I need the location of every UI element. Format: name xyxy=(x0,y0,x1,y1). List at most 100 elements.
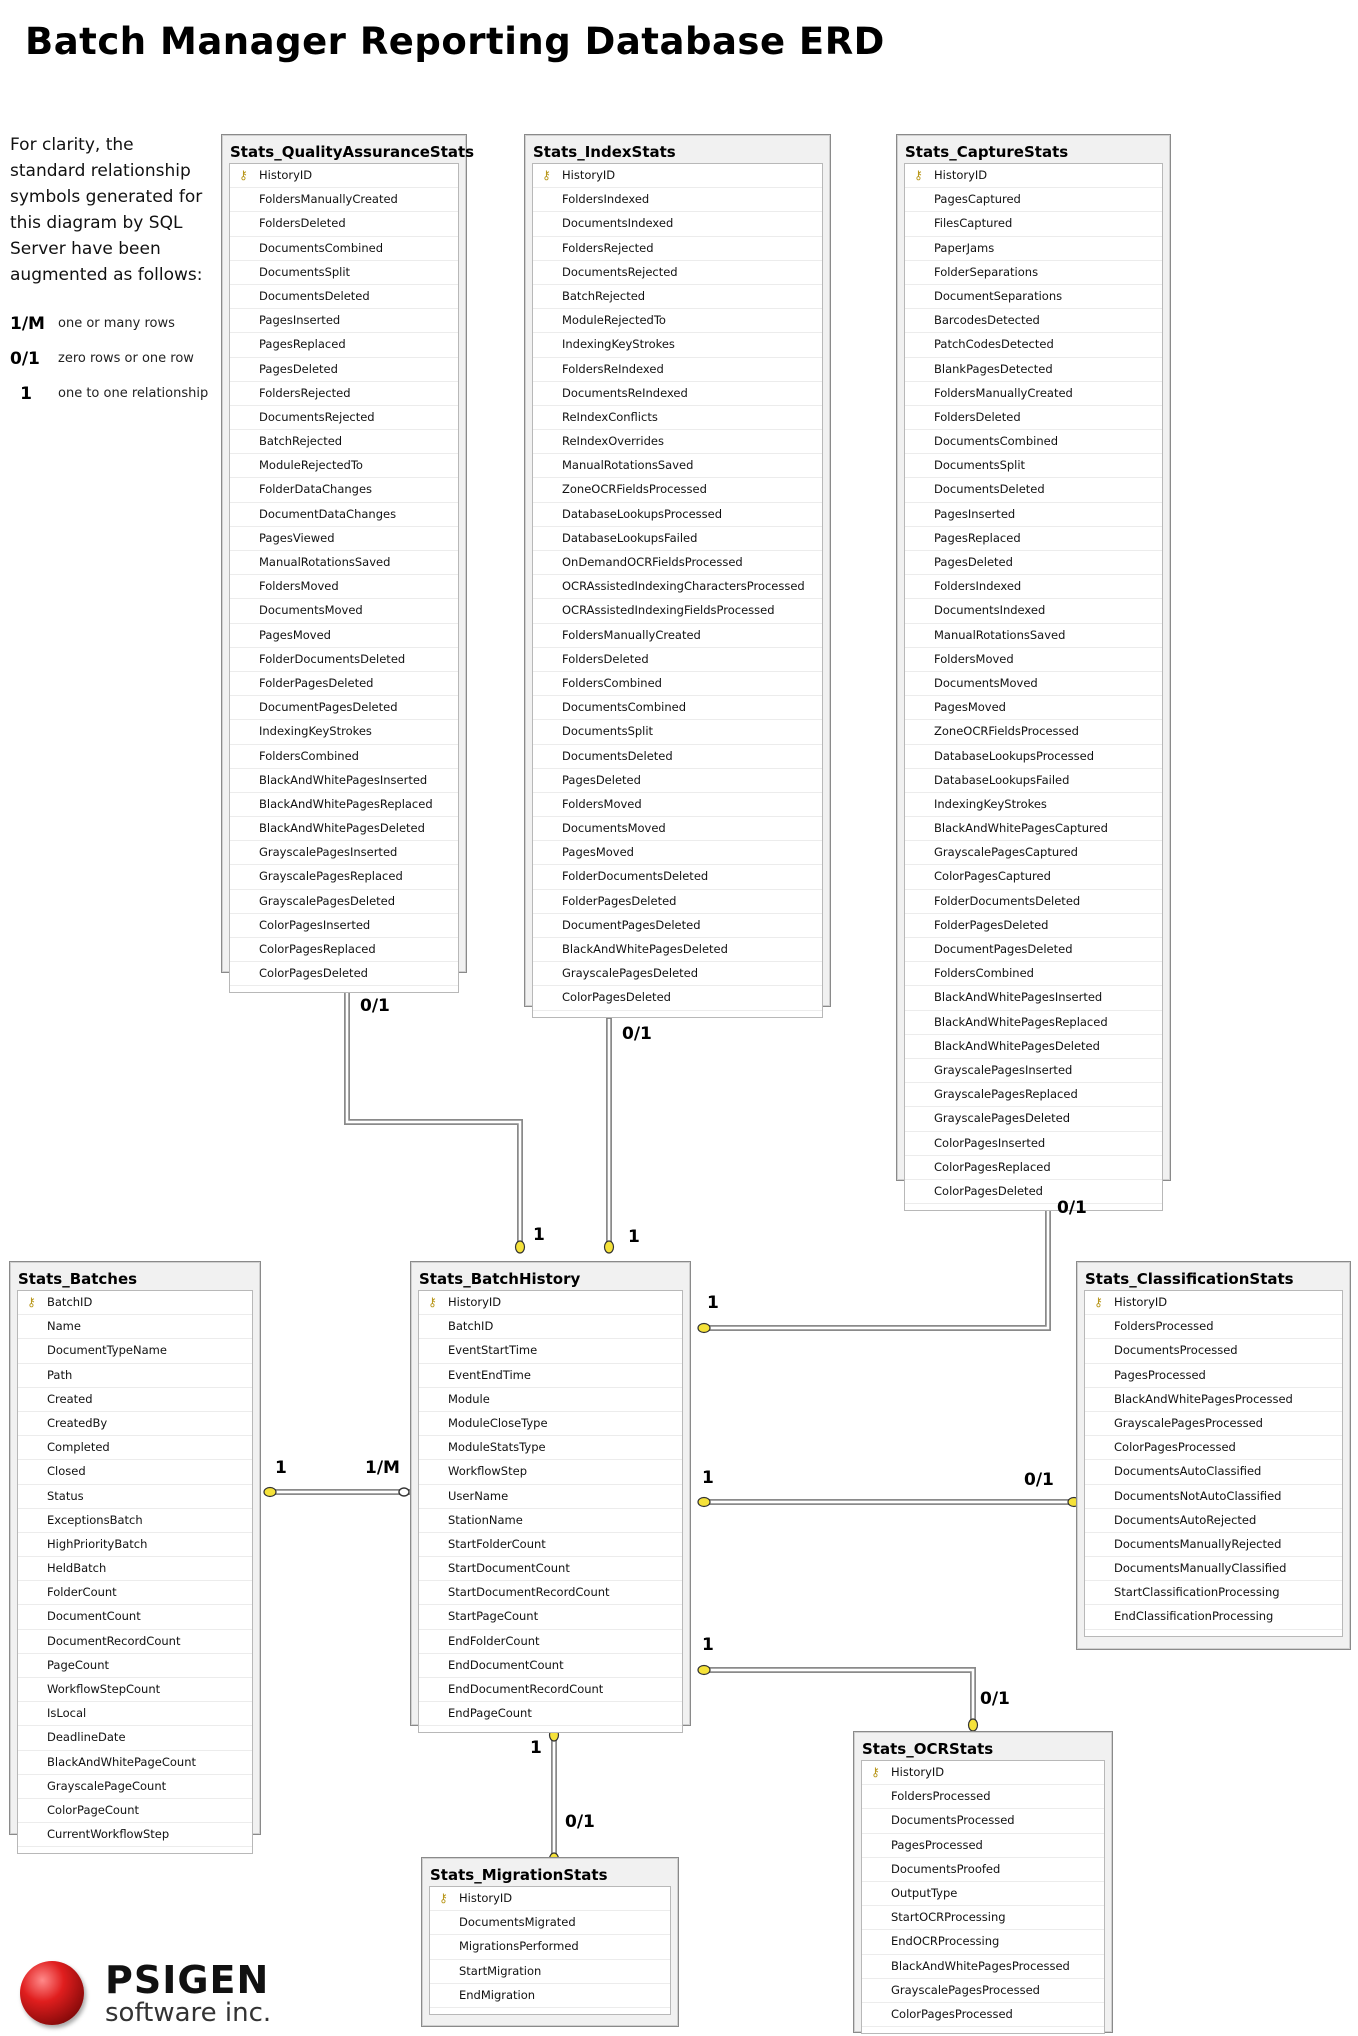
table-column: DocumentsRejected xyxy=(230,406,458,431)
column-name: CreatedBy xyxy=(47,1415,108,1430)
table-column: DocumentsManuallyClassified xyxy=(1085,1557,1342,1582)
column-name: DocumentsProofed xyxy=(891,1861,1001,1876)
column-name: IsLocal xyxy=(47,1706,87,1721)
column-name: Path xyxy=(47,1367,73,1382)
legend-symbol: 1 xyxy=(20,383,32,404)
column-name: ZoneOCRFieldsProcessed xyxy=(934,724,1079,739)
cardinality-label: 1 xyxy=(533,1225,545,1245)
column-name: ColorPagesDeleted xyxy=(934,1183,1043,1198)
table-column: GrayscalePagesCaptured xyxy=(905,841,1162,866)
primary-key-column: ⚷HistoryID xyxy=(533,164,822,189)
table-column: StationName xyxy=(419,1509,682,1533)
column-name: ModuleRejectedTo xyxy=(562,313,666,328)
table-column: CreatedBy xyxy=(18,1412,252,1437)
table-column: EndPageCount xyxy=(419,1702,682,1727)
column-name: DatabaseLookupsProcessed xyxy=(934,748,1095,763)
table-column: PageCount xyxy=(18,1654,252,1678)
column-name: PagesViewed xyxy=(259,530,335,545)
column-name: DocumentsDeleted xyxy=(562,748,673,763)
primary-key-icon: ⚷ xyxy=(871,1765,880,1779)
table-column: GrayscalePagesDeleted xyxy=(230,890,458,914)
table-column: StartMigration xyxy=(430,1960,670,1984)
column-name: BlackAndWhitePagesReplaced xyxy=(259,796,433,811)
primary-key-column: ⚷HistoryID xyxy=(862,1761,1104,1786)
cardinality-label: 1 xyxy=(702,1635,714,1655)
column-name: OutputType xyxy=(891,1885,958,1900)
cardinality-label: 0/1 xyxy=(565,1812,595,1832)
primary-key-column: ⚷HistoryID xyxy=(1085,1291,1342,1316)
column-name: PagesReplaced xyxy=(934,530,1021,545)
column-name: FoldersReIndexed xyxy=(562,361,664,376)
column-name: ColorPagesProcessed xyxy=(891,2006,1013,2021)
column-name: StartPageCount xyxy=(448,1609,539,1624)
column-name: HistoryID xyxy=(562,168,616,182)
column-name: DocumentsDeleted xyxy=(259,288,370,303)
column-name: StartDocumentCount xyxy=(448,1561,570,1576)
column-name: HistoryID xyxy=(934,168,988,182)
table-column: DocumentTypeName xyxy=(18,1339,252,1364)
column-name: DatabaseLookupsFailed xyxy=(562,530,698,545)
table-title: Stats_QualityAssuranceStats xyxy=(230,143,475,161)
table-column: DocumentsIndexed xyxy=(533,212,822,237)
table-column: ModuleRejectedTo xyxy=(230,454,458,479)
table-title: Stats_BatchHistory xyxy=(419,1270,581,1288)
column-name: DocumentPagesDeleted xyxy=(934,942,1073,956)
legend-item: 1/M one or many rows xyxy=(10,306,210,341)
column-name: GrayscalePageCount xyxy=(47,1778,167,1793)
column-name: PageCount xyxy=(47,1657,109,1672)
column-name: BatchRejected xyxy=(259,434,343,449)
column-name: DocumentsRejected xyxy=(562,264,678,279)
primary-key-column: ⚷HistoryID xyxy=(430,1887,670,1912)
column-name: IndexingKeyStrokes xyxy=(259,724,372,739)
table-column: IndexingKeyStrokes xyxy=(533,333,822,358)
table-column: BlackAndWhitePagesProcessed xyxy=(1085,1388,1342,1412)
table-column: FolderCount xyxy=(18,1581,252,1606)
table-column: FoldersDeleted xyxy=(533,648,822,672)
column-name: DocumentsCombined xyxy=(934,434,1058,449)
rel-qa-history xyxy=(344,978,523,1250)
column-name: BlackAndWhitePagesProcessed xyxy=(1114,1391,1293,1406)
column-name: BatchRejected xyxy=(562,288,646,303)
table-column: BatchRejected xyxy=(230,430,458,455)
column-name: FoldersRejected xyxy=(259,385,351,400)
column-name: ColorPagesInserted xyxy=(934,1135,1046,1150)
column-name: IndexingKeyStrokes xyxy=(562,337,675,352)
column-name: FolderDocumentsDeleted xyxy=(562,869,709,884)
column-name: GrayscalePagesDeleted xyxy=(259,893,396,908)
table-column: Created xyxy=(18,1388,252,1412)
table-column: FilesCaptured xyxy=(905,212,1162,237)
column-name: DocumentsProcessed xyxy=(1114,1343,1238,1358)
table-column: DocumentsDeleted xyxy=(230,285,458,310)
table-column: BlackAndWhitePagesInserted xyxy=(230,769,458,793)
column-name: PagesDeleted xyxy=(934,555,1013,569)
table-column: FoldersManuallyCreated xyxy=(905,382,1162,406)
table-column: FolderDocumentsDeleted xyxy=(905,890,1162,914)
column-name: DocumentsRejected xyxy=(259,409,375,424)
table-column: PagesReplaced xyxy=(230,333,458,358)
table-column: PagesProcessed xyxy=(1085,1364,1342,1388)
table-column: Closed xyxy=(18,1460,252,1485)
legend-intro: For clarity, the standard relationship s… xyxy=(10,135,203,285)
logo-sphere-icon xyxy=(20,1961,84,2025)
column-name: EndFolderCount xyxy=(448,1633,540,1648)
legend-description: one or many rows xyxy=(58,316,175,331)
table-column: ColorPagesInserted xyxy=(905,1132,1162,1156)
table-column: FolderSeparations xyxy=(905,261,1162,285)
column-name: DocumentsMoved xyxy=(934,675,1038,690)
column-name: FolderPagesDeleted xyxy=(562,893,677,908)
table-column: PaperJams xyxy=(905,237,1162,261)
table-column: ModuleCloseType xyxy=(419,1412,682,1437)
column-name: BlackAndWhitePagesInserted xyxy=(934,990,1103,1005)
table-column: StartDocumentCount xyxy=(419,1557,682,1582)
